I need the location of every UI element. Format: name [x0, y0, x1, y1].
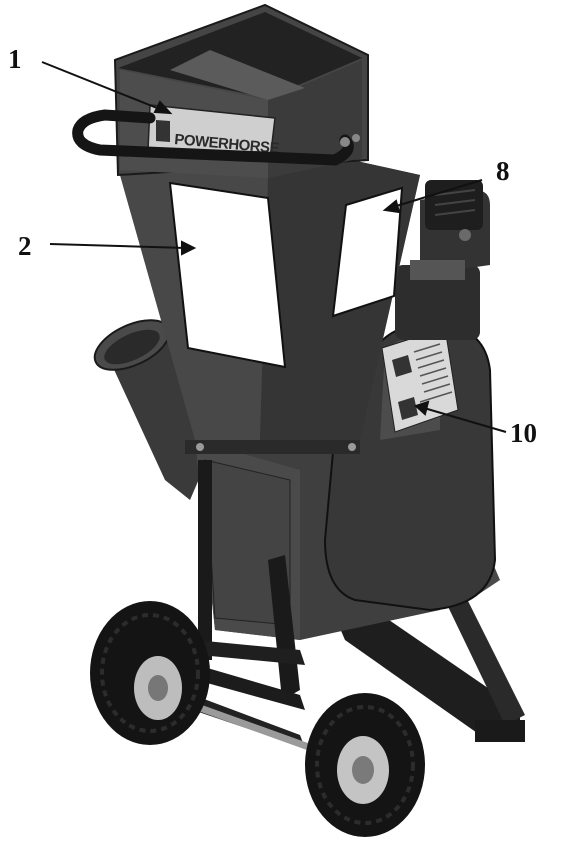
- engine: [395, 180, 490, 340]
- callout-8: 8: [496, 156, 510, 186]
- callout-10: 10: [510, 418, 537, 448]
- handle-bar: [72, 109, 354, 166]
- arrow-head-8: [382, 199, 401, 214]
- leader-lines: [41, 61, 507, 433]
- leader-line-1: [41, 61, 163, 111]
- arrow-head-10: [414, 400, 430, 416]
- rear-support-leg: [330, 590, 525, 742]
- callout-1: 1: [8, 44, 22, 74]
- handle-bolt: [340, 137, 350, 147]
- callout-2: 2: [18, 231, 32, 261]
- arrow-head-1: [153, 100, 173, 115]
- discharge-chute: [93, 319, 205, 500]
- left-wheel: [90, 601, 210, 745]
- warning-decal: [381, 327, 459, 433]
- handle-bolt: [352, 134, 360, 142]
- right-wheel: [305, 693, 425, 837]
- label-panel-left: [168, 181, 287, 369]
- arrow-head-2: [181, 240, 197, 256]
- label-panel-right: [331, 186, 404, 318]
- leader-line-2: [49, 243, 187, 249]
- leader-line-8: [392, 179, 483, 208]
- leader-line-10: [423, 407, 507, 433]
